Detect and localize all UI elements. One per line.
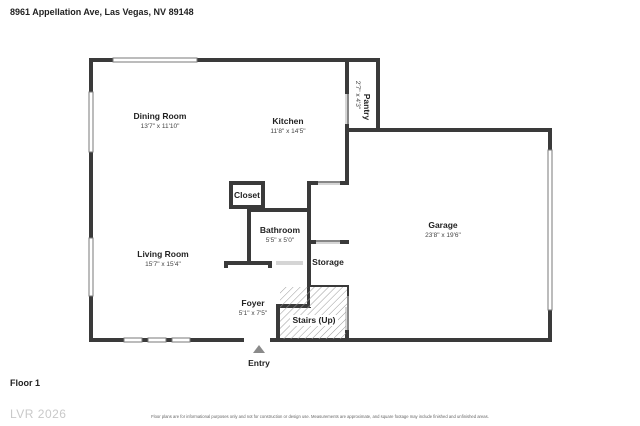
room-dims-garage: 23'8" x 19'6" bbox=[425, 232, 461, 239]
watermark: LVR 2026 bbox=[10, 407, 67, 421]
room-dims-bathroom: 5'5" x 5'0" bbox=[266, 237, 295, 244]
room-dims-living: 15'7" x 15'4" bbox=[145, 261, 181, 268]
room-name-closet: Closet bbox=[234, 190, 260, 200]
room-name-foyer: Foyer bbox=[241, 298, 265, 308]
entry-label: Entry bbox=[248, 358, 270, 368]
windows bbox=[88, 57, 553, 343]
room-name-storage: Storage bbox=[312, 257, 344, 267]
property-address: 8961 Appellation Ave, Las Vegas, NV 8914… bbox=[10, 7, 194, 17]
room-dims-foyer: 5'1" x 7'5" bbox=[239, 310, 268, 317]
disclaimer: Floor plans are for informational purpos… bbox=[151, 414, 489, 419]
room-dims-pantry: 2'7" x 4'3" bbox=[354, 81, 361, 110]
room-name-living: Living Room bbox=[137, 249, 189, 259]
room-name-garage: Garage bbox=[428, 220, 458, 230]
room-name-bathroom: Bathroom bbox=[260, 225, 301, 235]
room-name-pantry: Pantry bbox=[362, 94, 372, 121]
room-name-dining: Dining Room bbox=[134, 111, 187, 121]
floor-label: Floor 1 bbox=[10, 378, 41, 388]
room-name-kitchen: Kitchen bbox=[272, 116, 303, 126]
room-dims-kitchen: 11'8" x 14'5" bbox=[270, 128, 306, 135]
room-name-stairs: Stairs (Up) bbox=[293, 315, 336, 325]
room-dims-dining: 13'7" x 11'10" bbox=[141, 123, 180, 130]
entry-arrow-icon bbox=[253, 345, 265, 353]
